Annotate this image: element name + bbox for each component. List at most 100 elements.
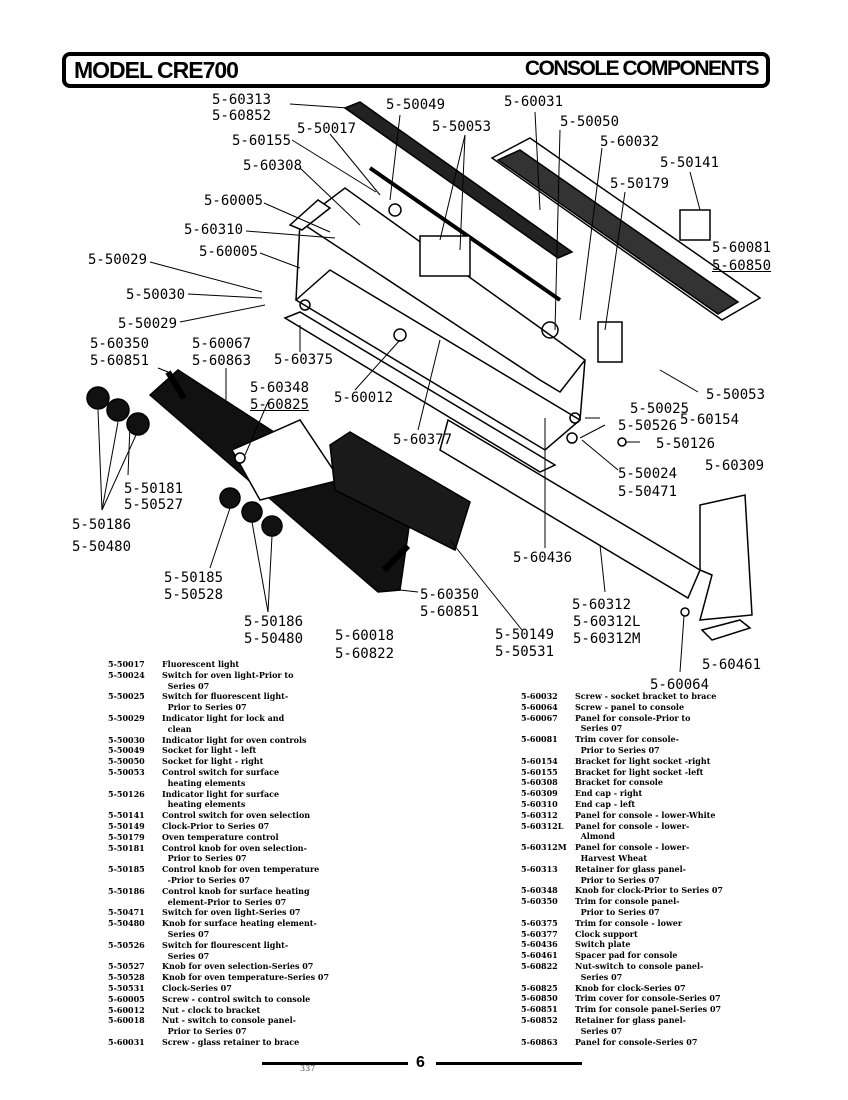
- legend-part-number: 5-50186: [108, 885, 145, 896]
- callout-5-60312: 5-60312: [572, 597, 632, 613]
- callout-5-50480: 5-50480: [244, 631, 304, 647]
- legend-description: Knob for oven temperature-Series 07: [162, 972, 330, 983]
- legend-description: Trim cover for console- Prior to Series …: [575, 734, 679, 755]
- callout-5-50030: 5-50030: [126, 287, 186, 303]
- legend-part-number: 5-60005: [108, 993, 145, 1004]
- callout-5-60375: 5-60375: [274, 352, 334, 368]
- fluorescent-light: [368, 166, 562, 302]
- legend-part-number: 5-60309: [521, 788, 558, 799]
- callout-5-60012: 5-60012: [334, 390, 394, 406]
- legend-description: Switch for oven light-Series 07: [162, 907, 301, 918]
- callout-5-50017: 5-50017: [297, 121, 357, 137]
- legend-description: Switch for fluorescent light- Prior to S…: [162, 691, 289, 713]
- legend-row: 5-60308 Bracket for console: [521, 777, 723, 788]
- legend-row: 5-60825 Knob for clock-Series 07: [521, 983, 723, 994]
- callout-5-50126: 5-50126: [656, 436, 716, 452]
- spacer-pad: [700, 619, 752, 641]
- legend-description: Control knob for surface heating element…: [162, 885, 310, 907]
- callout-5-50050: 5-50050: [560, 114, 620, 130]
- callout-5-60377: 5-60377: [393, 432, 453, 448]
- legend-description: Fluorescent light: [162, 659, 240, 669]
- callout-5-60350: 5-60350: [420, 587, 480, 603]
- legend-part-number: 5-60310: [521, 798, 558, 809]
- model-title: MODEL CRE700: [74, 57, 239, 83]
- legend-part-number: 5-50030: [108, 734, 145, 745]
- panel-trim-right: [381, 543, 411, 573]
- legend-part-number: 5-60154: [521, 755, 558, 766]
- callout-5-50480: 5-50480: [72, 539, 132, 555]
- legend-part-number: 5-60312: [521, 809, 558, 820]
- callout-5-60309: 5-60309: [705, 458, 765, 474]
- legend-description: Screw - panel to console: [575, 701, 685, 712]
- callout-5-60851: 5-60851: [420, 604, 480, 620]
- legend-description: Socket for light - right: [162, 756, 264, 767]
- legend-part-number: 5-60825: [521, 982, 558, 993]
- legend-part-number: 5-60436: [521, 939, 558, 950]
- legend-row: 5-50471 Switch for oven light-Series 07: [108, 907, 329, 918]
- legend-description: Switch for flourescent light- Series 07: [162, 939, 289, 961]
- legend-row: 5-60863 Panel for console-Series 07: [521, 1037, 723, 1048]
- legend-description: Control switch for oven selection: [162, 810, 311, 821]
- legend-part-number: 5-60863: [521, 1036, 558, 1047]
- callout-5-50025: 5-50025: [630, 401, 690, 417]
- legend-description: Indicator light for surface heating elem…: [162, 788, 280, 810]
- legend-description: Bracket for console: [575, 777, 663, 788]
- legend-part-number: 5-50126: [108, 788, 145, 799]
- lower-trim: [283, 311, 557, 473]
- callout-5-60850: 5-60850: [712, 258, 772, 274]
- end-cap-right: [698, 494, 753, 621]
- legend-part-number: 5-50025: [108, 691, 145, 702]
- legend-part-number: 5-60377: [521, 928, 558, 939]
- legend-part-number: 5-50179: [108, 831, 145, 842]
- legend-description: Panel for console-Prior to Series 07: [575, 712, 691, 734]
- legend-row: 5-50179 Oven temperature control: [108, 832, 329, 843]
- page-number: 6: [416, 1054, 425, 1071]
- legend-part-number: 5-50029: [108, 712, 145, 723]
- callout-5-50527: 5-50527: [124, 497, 184, 513]
- callout-5-60312l: 5-60312L: [573, 614, 641, 630]
- callout-5-60313: 5-60313: [212, 92, 272, 108]
- legend-part-number: 5-60032: [521, 691, 558, 701]
- legend-description: Panel for console - lower- Harvest Wheat: [575, 842, 690, 863]
- callout-5-50053: 5-50053: [706, 387, 766, 403]
- legend-description: Panel for console-Series 07: [575, 1036, 698, 1047]
- legend-part-number: 5-50471: [108, 907, 145, 918]
- legend-description: Switch for oven light-Prior to Series 07: [162, 669, 294, 691]
- legend-description: Oven temperature control: [162, 831, 279, 842]
- legend-part-number: 5-60461: [521, 950, 558, 961]
- callout-5-60851: 5-60851: [90, 353, 150, 369]
- legend-description: Clock support: [575, 928, 638, 939]
- legend-row: 5-60377 Clock support: [521, 929, 723, 940]
- legend-row: 5-50186 Control knob for surface heating …: [108, 886, 329, 908]
- legend-description: Knob for clock-Series 07: [575, 982, 686, 993]
- legend-description: Knob for surface heating element- Series…: [162, 918, 317, 939]
- knob: [241, 501, 263, 523]
- footer-rule-left: [262, 1062, 408, 1065]
- console-bracket: [298, 187, 587, 393]
- callout-5-60825: 5-60825: [250, 397, 310, 413]
- end-cap-left: [288, 199, 332, 231]
- legend-description: Spacer pad for console: [575, 950, 678, 961]
- legend-description: Clock-Series 07: [162, 982, 232, 993]
- callout-5-50186: 5-50186: [72, 517, 132, 533]
- legend-part-number: 5-60308: [521, 777, 558, 788]
- legend-part-number: 5-50527: [108, 961, 145, 972]
- legend-part-number: 5-60031: [108, 1036, 145, 1047]
- legend-row: 5-60461 Spacer pad for console: [521, 950, 723, 961]
- knob: [106, 398, 130, 422]
- legend-description: Retainer for glass panel- Prior to Serie…: [575, 863, 686, 885]
- callout-5-60852: 5-60852: [212, 108, 272, 124]
- callout-5-60350: 5-60350: [90, 336, 150, 352]
- legend-part-number: 5-60852: [521, 1014, 558, 1025]
